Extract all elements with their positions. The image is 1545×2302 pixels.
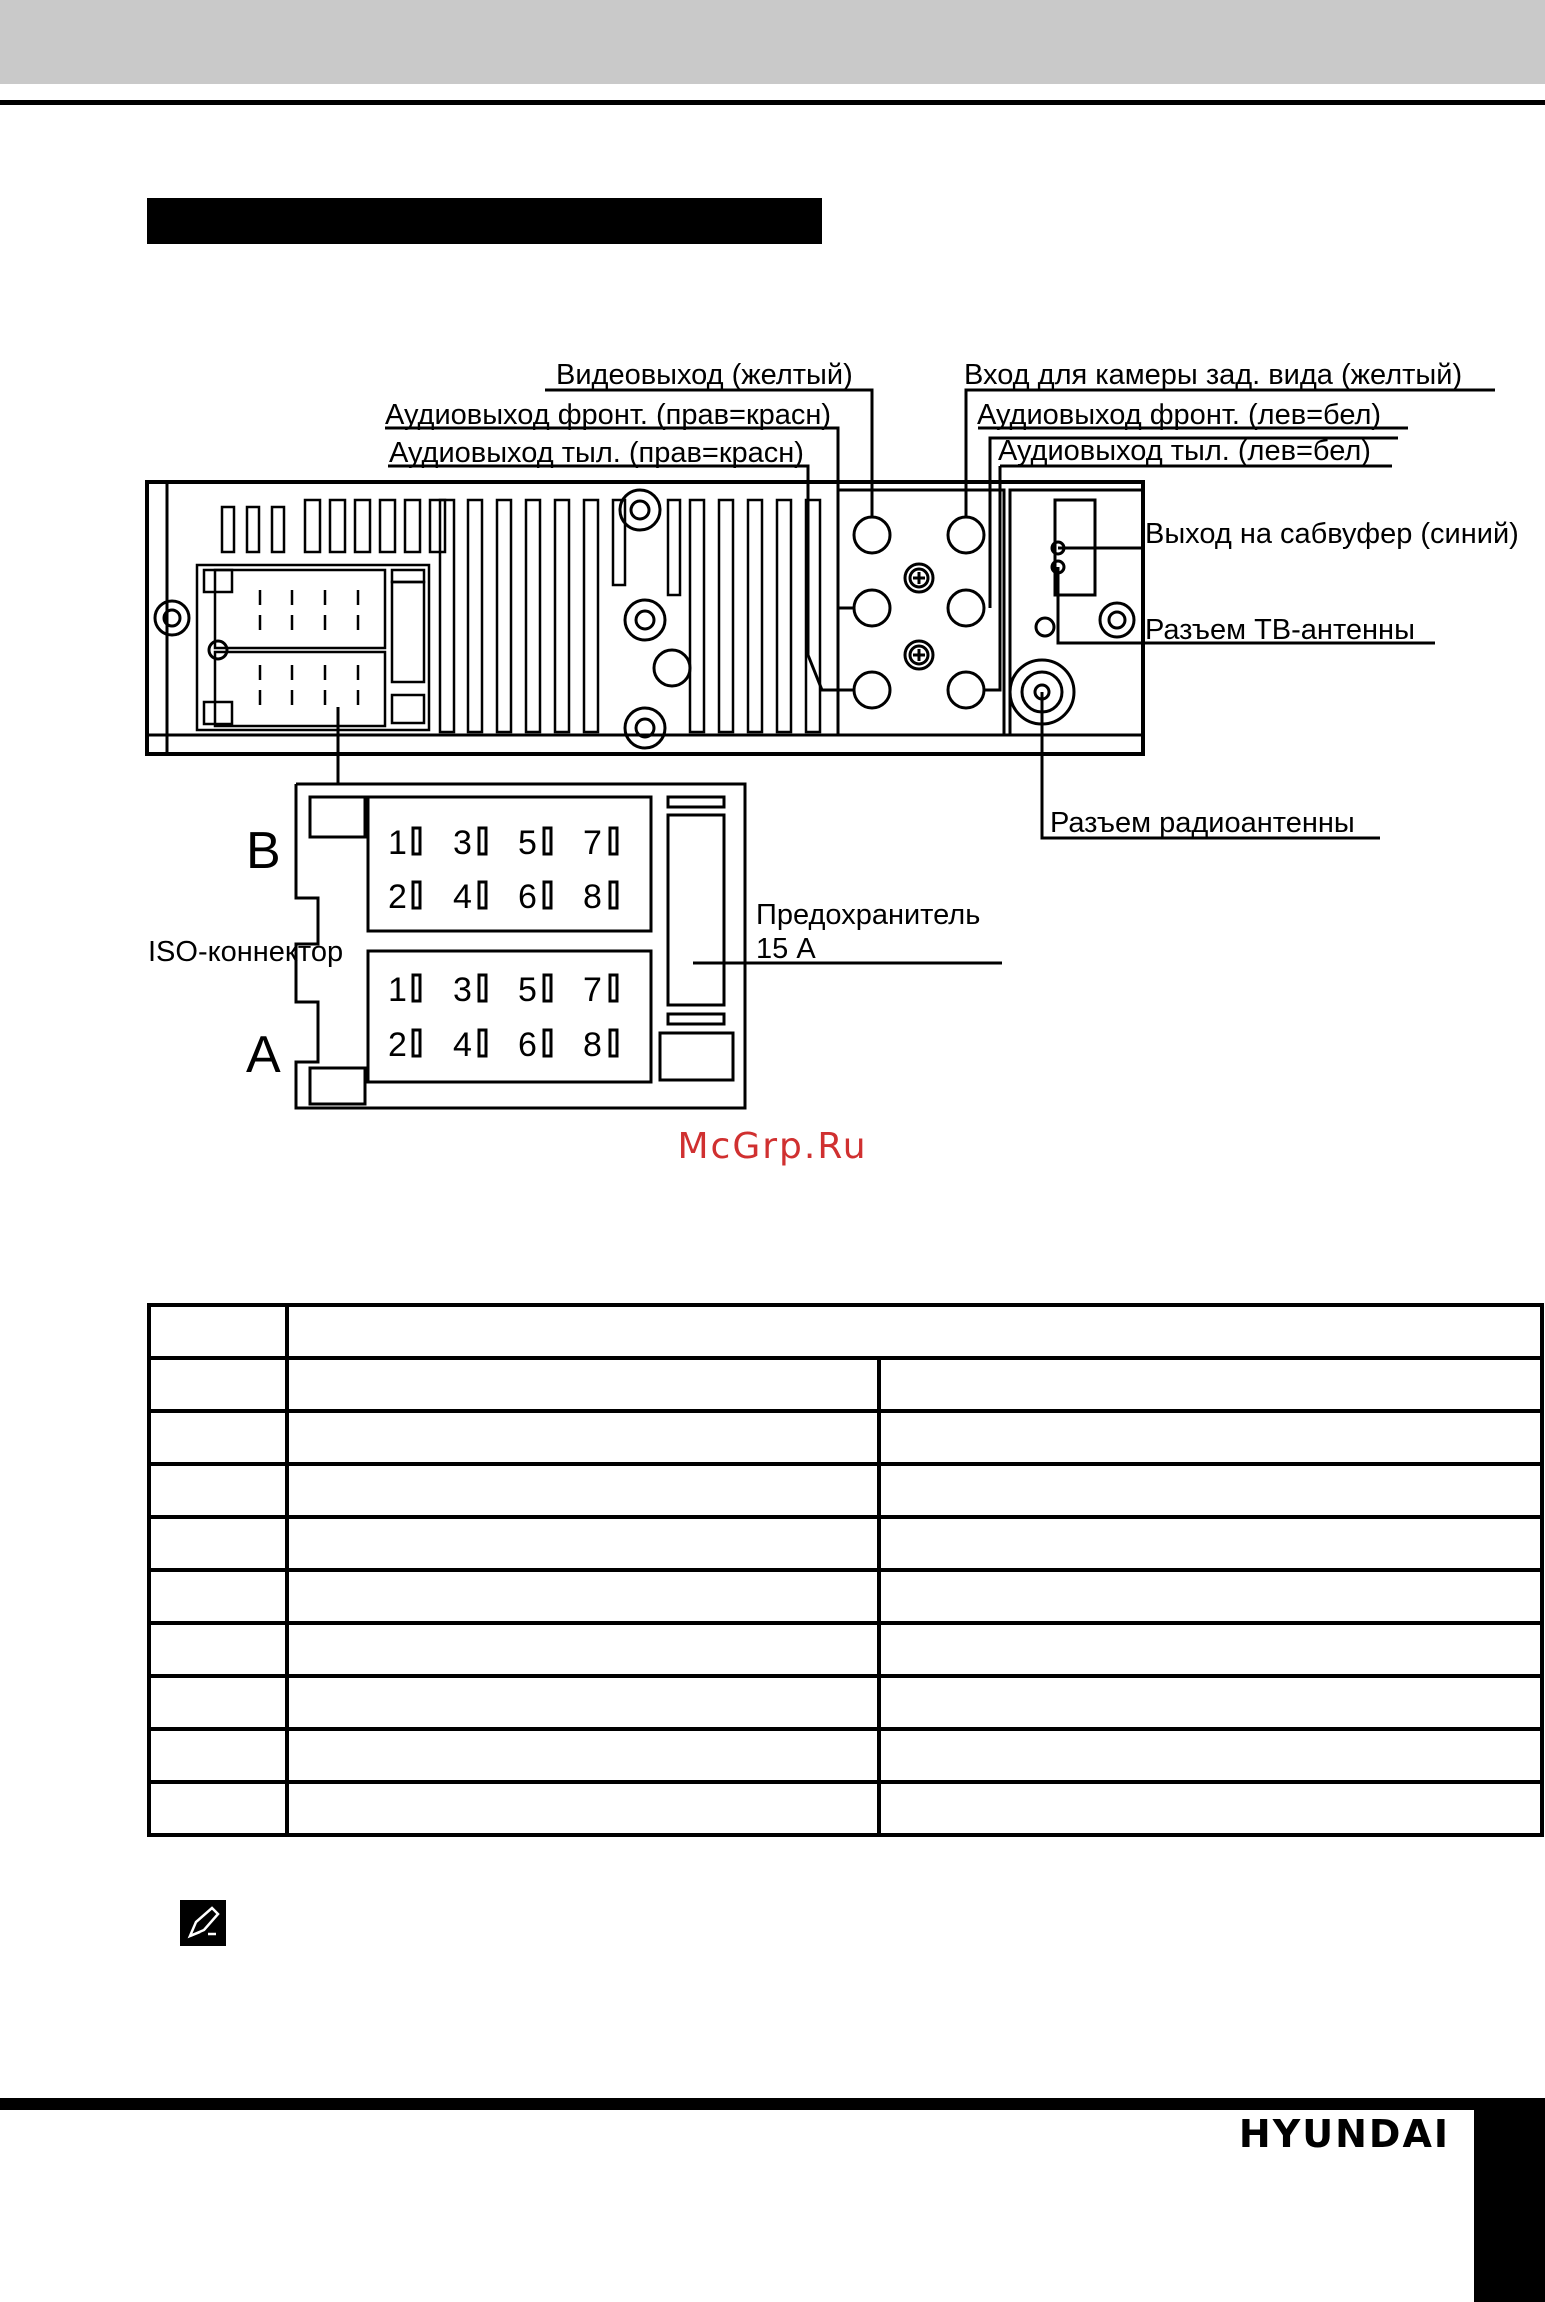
table-row [147, 1727, 1544, 1784]
watermark: McGrp.Ru [677, 1126, 868, 1167]
callout-lines [336, 388, 1495, 965]
label-subwoofer-out: Выход на сабвуфер (синий) [1145, 518, 1519, 550]
label-audio-front-right: Аудиовыход фронт. (прав=красн) [385, 399, 831, 431]
pin-number: 1 [388, 824, 407, 862]
table-row [147, 1303, 1544, 1360]
label-audio-rear-right: Аудиовыход тыл. (прав=красн) [389, 437, 804, 469]
pin-number: 2 [388, 878, 407, 916]
mounting-hole [623, 598, 667, 642]
table-cell [877, 1780, 1544, 1837]
label-iso-connector: ISO-коннектор [148, 936, 343, 968]
label-camera-in: Вход для камеры зад. вида (желтый) [964, 359, 1462, 391]
heatsink-fins [220, 498, 822, 734]
screw-icon [903, 639, 935, 671]
table-row [147, 1780, 1544, 1837]
label-audio-rear-left: Аудиовыход тыл. (лев=бел) [998, 435, 1371, 467]
label-radio-antenna: Разъем радиоантенны [1050, 807, 1355, 839]
connection-diagram: 1 3 5 7 2 4 6 8 1 3 5 7 2 4 6 8 B A Виде… [145, 359, 1519, 1110]
table-cell [147, 1356, 289, 1413]
block-b-label: B [246, 822, 281, 880]
pin-number: 6 [518, 1026, 537, 1064]
table-cell [877, 1568, 1544, 1625]
pin-number: 3 [453, 971, 472, 1009]
table-cell [147, 1621, 289, 1678]
label-video-out: Видеовыход (желтый) [556, 359, 853, 391]
table-cell [147, 1409, 289, 1466]
table-cell [877, 1727, 1544, 1784]
table-row [147, 1674, 1544, 1731]
label-tv-antenna: Разъем ТВ-антенны [1145, 614, 1415, 646]
pin-number: 4 [453, 1026, 472, 1064]
note-icon [180, 1900, 226, 1946]
pin-assignment-table [147, 1303, 1544, 1837]
section-title-bar [147, 198, 822, 244]
iso-socket-unit [195, 563, 431, 732]
table-cell [285, 1515, 881, 1572]
footer-rule [0, 2098, 1545, 2110]
table-cell [147, 1674, 289, 1731]
table-row [147, 1515, 1544, 1572]
tv-antenna-jack [1034, 616, 1056, 638]
mounting-hole [623, 706, 667, 750]
label-fuse-rating: 15 А [756, 933, 816, 965]
table-cell [877, 1356, 1544, 1413]
table-cell [285, 1727, 881, 1784]
table-cell [285, 1780, 881, 1837]
table-cell [147, 1727, 289, 1784]
pin-number: 5 [518, 971, 537, 1009]
table-cell [877, 1674, 1544, 1731]
label-audio-front-left: Аудиовыход фронт. (лев=бел) [977, 399, 1381, 431]
pin-number: 8 [583, 1026, 602, 1064]
pin-number: 4 [453, 878, 472, 916]
pin-number: 8 [583, 878, 602, 916]
table-cell [877, 1515, 1544, 1572]
video-out-jack [852, 515, 892, 555]
table-cell [147, 1462, 289, 1519]
block-a-label: A [246, 1026, 281, 1084]
mounting-hole [618, 488, 662, 532]
table-row [147, 1568, 1544, 1625]
table-cell [285, 1621, 881, 1678]
iso-connector-detail [294, 782, 747, 1110]
table-cell [285, 1409, 881, 1466]
table-cell [285, 1674, 881, 1731]
table-cell [147, 1780, 289, 1837]
table-cell [147, 1515, 289, 1572]
camera-in-jack [946, 515, 986, 555]
pin-number: 7 [583, 824, 602, 862]
audio-rear-left-jack [946, 670, 986, 710]
pin-number: 7 [583, 971, 602, 1009]
table-cell [285, 1462, 881, 1519]
mounting-hole [1098, 601, 1136, 639]
screw-icon [903, 562, 935, 594]
table-cell [285, 1568, 881, 1625]
table-cell [877, 1409, 1544, 1466]
table-row [147, 1462, 1544, 1519]
table-row [147, 1409, 1544, 1466]
pin-number: 5 [518, 824, 537, 862]
mounting-hole [153, 599, 191, 637]
pin-number: 2 [388, 1026, 407, 1064]
table-row [147, 1621, 1544, 1678]
table-cell [285, 1356, 881, 1413]
header-band [0, 0, 1545, 84]
table-cell [877, 1621, 1544, 1678]
page-number-tab [1474, 2098, 1545, 2302]
audio-front-right-jack [852, 588, 892, 628]
audio-rear-right-jack [852, 670, 892, 710]
pin-number: 3 [453, 824, 472, 862]
header-rule [0, 100, 1545, 105]
table-cell [877, 1462, 1544, 1519]
table-row [147, 1356, 1544, 1413]
pin-number: 6 [518, 878, 537, 916]
label-fuse: Предохранитель [756, 899, 980, 931]
unit-rear-panel [145, 480, 1145, 756]
table-cell [285, 1303, 1544, 1360]
audio-front-left-jack [946, 588, 986, 628]
pin-number: 1 [388, 971, 407, 1009]
table-cell [147, 1303, 289, 1360]
table-cell [147, 1568, 289, 1625]
brand-logo: HYUNDAI [1238, 2112, 1450, 2156]
